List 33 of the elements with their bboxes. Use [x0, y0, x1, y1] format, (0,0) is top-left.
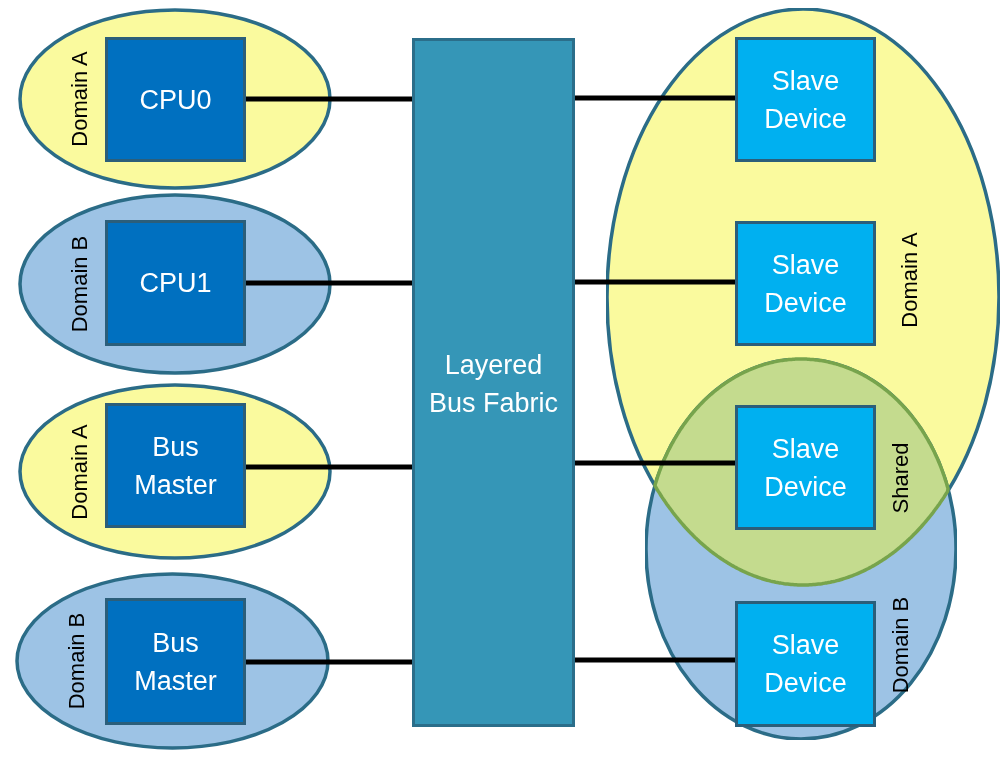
box-label: Bus Master [133, 430, 218, 502]
slave-device-box [735, 221, 876, 346]
bus-master-box [105, 598, 246, 725]
connector-line [246, 96, 412, 102]
box-label: Slave Device [763, 629, 848, 700]
bus-master-box [105, 37, 246, 162]
box-label: Slave Device [763, 64, 848, 136]
connector-line [575, 460, 735, 466]
connector-line [575, 657, 735, 663]
slave-device-box [735, 601, 876, 727]
bus-fabric-block [412, 38, 575, 727]
box-label: CPU0 [138, 83, 213, 117]
connector-line [246, 280, 412, 286]
domain-label: Shared [890, 442, 912, 514]
bus-master-box [105, 403, 246, 528]
bus-master-box [105, 220, 246, 346]
domain-label: Domain A [69, 51, 91, 147]
slave-device-box [735, 405, 876, 530]
slave-device-box [735, 37, 876, 162]
box-label: CPU1 [138, 267, 213, 300]
domain-label: Domain B [69, 235, 91, 333]
connector-line [246, 464, 412, 470]
domain-label: Domain B [66, 612, 88, 710]
connector-line [575, 95, 735, 101]
domain-label: Domain A [69, 423, 91, 520]
box-label: Bus Master [133, 626, 218, 698]
domain-label: Domain B [890, 596, 912, 694]
domain-label: Domain A [899, 232, 921, 328]
block-label: Layered Bus Fabric [427, 349, 559, 420]
box-label: Slave Device [763, 432, 848, 504]
connector-line [575, 279, 735, 285]
box-label: Slave Device [763, 248, 848, 320]
connector-line [246, 659, 412, 665]
